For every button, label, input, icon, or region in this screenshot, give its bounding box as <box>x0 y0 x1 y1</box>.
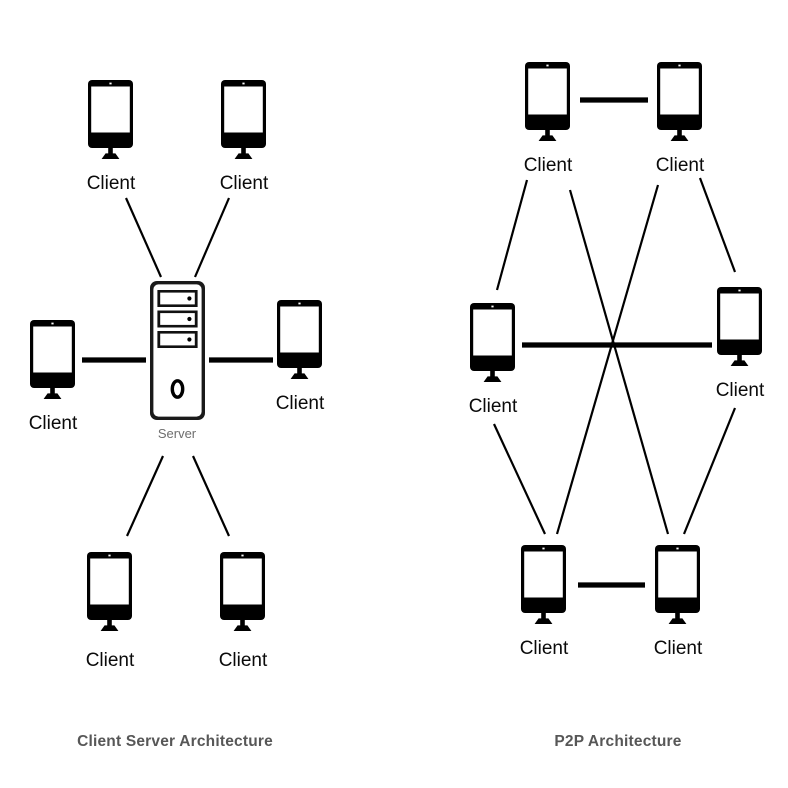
monitor-icon <box>220 552 265 631</box>
client-label: Client <box>654 638 703 659</box>
monitor-icon <box>87 552 132 631</box>
monitor-icon <box>88 80 133 159</box>
p2p-panel: Client Client Client Client Client Clien <box>469 62 765 750</box>
link-p2p-top-left-to-bottom-right <box>568 189 670 535</box>
node-client-cs-middle-right[interactable]: Client <box>276 300 325 414</box>
client-label: Client <box>524 155 573 176</box>
client-server-panel-title: Client Server Architecture <box>77 733 273 750</box>
link-p2p-top-left-to-middle-left <box>495 179 529 291</box>
client-label: Client <box>86 650 135 671</box>
link-client-top-right-to-server <box>193 197 231 278</box>
node-server[interactable]: Server <box>148 279 207 441</box>
monitor-icon <box>470 303 515 382</box>
node-client-p2p-bottom-right[interactable]: Client <box>654 545 703 659</box>
node-client-p2p-top-left[interactable]: Client <box>524 62 573 176</box>
node-client-p2p-middle-left[interactable]: Client <box>469 303 518 417</box>
link-p2p-middle-left-to-bottom-left <box>493 423 546 535</box>
monitor-icon <box>525 62 570 141</box>
monitor-icon <box>655 545 700 624</box>
monitor-icon <box>521 545 566 624</box>
p2p-links <box>493 97 737 588</box>
link-client-top-left-to-server <box>124 197 163 278</box>
node-client-cs-bottom-left[interactable]: Client <box>86 552 135 671</box>
client-server-links <box>82 197 273 537</box>
client-label: Client <box>716 380 765 401</box>
client-label: Client <box>656 155 705 176</box>
node-client-p2p-top-right[interactable]: Client <box>656 62 705 176</box>
client-label: Client <box>276 393 325 414</box>
client-label: Client <box>469 396 518 417</box>
link-server-to-client-bottom-right <box>191 455 231 537</box>
monitor-icon <box>221 80 266 159</box>
client-label: Client <box>87 173 136 194</box>
client-label: Client <box>220 173 269 194</box>
p2p-panel-title: P2P Architecture <box>554 733 681 750</box>
client-label: Client <box>520 638 569 659</box>
node-client-cs-bottom-right[interactable]: Client <box>219 552 268 671</box>
client-label: Client <box>219 650 268 671</box>
monitor-icon <box>277 300 322 379</box>
monitor-icon <box>657 62 702 141</box>
node-client-cs-middle-left[interactable]: Client <box>29 320 78 434</box>
link-p2p-top-right-to-middle-right <box>698 177 737 273</box>
client-label: Client <box>29 413 78 434</box>
server-tower-icon <box>148 279 207 422</box>
client-server-panel: Client Client Client Client Client Clien <box>29 80 325 750</box>
link-p2p-middle-right-to-bottom-right <box>682 407 737 535</box>
monitor-icon <box>717 287 762 366</box>
node-client-cs-top-left[interactable]: Client <box>87 80 136 194</box>
node-client-cs-top-right[interactable]: Client <box>220 80 269 194</box>
monitor-icon <box>30 320 75 399</box>
link-p2p-top-right-to-bottom-left <box>555 184 660 535</box>
server-label: Server <box>158 426 197 441</box>
link-server-to-client-bottom-left <box>125 455 165 537</box>
node-client-p2p-middle-right[interactable]: Client <box>716 287 765 401</box>
node-client-p2p-bottom-left[interactable]: Client <box>520 545 569 659</box>
